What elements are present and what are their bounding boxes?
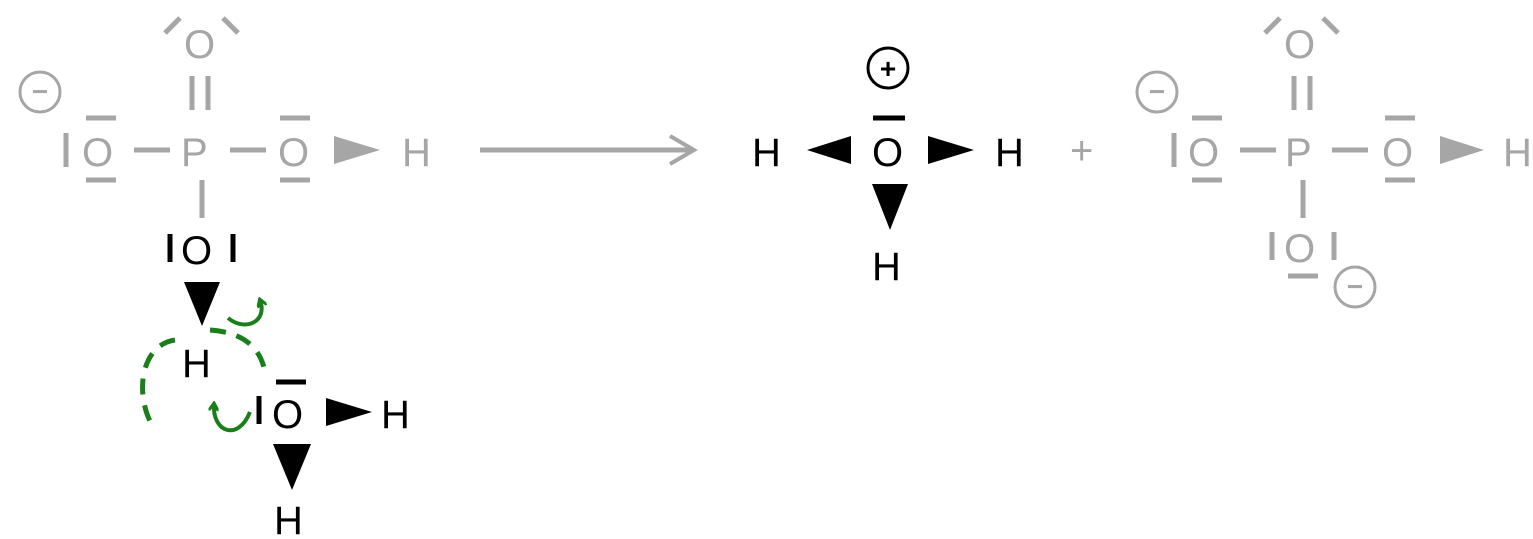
wedge-bond — [872, 184, 908, 230]
wedge-bond — [326, 398, 372, 426]
atom-oxygen-deprotonated: O — [1284, 227, 1315, 271]
wedge-bond — [1440, 136, 1484, 164]
reactant-phosphate: O − O P O H — [18, 16, 431, 218]
atom-oxygen-water: O — [272, 393, 303, 437]
atom-oxygen-left: O — [82, 131, 113, 175]
atom-hydrogen-transferred: H — [182, 342, 211, 386]
atom-oxygen-left: O — [1188, 131, 1219, 175]
atom-hydrogen: H — [752, 131, 781, 175]
curved-arrow-bond-to-oxygen — [226, 300, 262, 327]
water-molecule: O H H — [256, 379, 410, 539]
reaction-arrow-head — [668, 134, 698, 166]
reaction-arrow — [480, 134, 698, 166]
atom-hydrogen: H — [995, 131, 1024, 175]
atom-hydrogen: H — [872, 245, 901, 289]
lone-pair-mark — [1263, 16, 1282, 35]
lone-pair-mark — [221, 16, 240, 35]
atom-oxygen-top: O — [184, 23, 215, 67]
atom-oxygen-reacting: O — [181, 229, 212, 273]
positive-charge-circle — [866, 46, 910, 90]
reacting-hydroxyl: O H — [167, 229, 236, 386]
atom-hydrogen: H — [381, 393, 410, 437]
lone-pair-mark — [163, 16, 182, 35]
plus-sign: + — [1070, 129, 1093, 173]
wedge-bond — [334, 136, 380, 164]
negative-charge-circle — [18, 70, 62, 114]
lone-pair-mark — [1321, 16, 1340, 35]
atom-hydrogen: H — [1503, 131, 1532, 175]
negative-charge-circle — [1135, 70, 1179, 114]
dashed-bond-arc — [140, 337, 176, 427]
negative-charge-sign: − — [32, 76, 48, 107]
curved-arrow-lone-pair-to-hydrogen — [214, 404, 252, 433]
atom-oxygen-hydronium: O — [872, 131, 903, 175]
product-phosphate: O − O P O H O − — [1135, 16, 1532, 309]
atom-oxygen-right: O — [1382, 131, 1413, 175]
negative-charge-sign: − — [1149, 76, 1165, 107]
atom-hydrogen: H — [402, 131, 431, 175]
hydronium-ion: + H O H H — [752, 46, 1024, 289]
atom-phosphorus: P — [181, 131, 208, 175]
wedge-bond — [273, 444, 311, 490]
positive-charge-sign: + — [880, 53, 896, 84]
atom-oxygen-top: O — [1284, 23, 1315, 67]
wedge-bond — [807, 136, 851, 164]
negative-charge-sign: − — [1347, 271, 1363, 302]
atom-oxygen-right: O — [278, 131, 309, 175]
atom-phosphorus: P — [1285, 131, 1312, 175]
wedge-bond — [928, 136, 974, 164]
electron-arrows — [140, 300, 268, 433]
atom-hydrogen: H — [274, 499, 303, 539]
wedge-bond — [184, 282, 220, 326]
negative-charge-circle — [1333, 265, 1377, 309]
dashed-bond-arc — [209, 327, 268, 373]
